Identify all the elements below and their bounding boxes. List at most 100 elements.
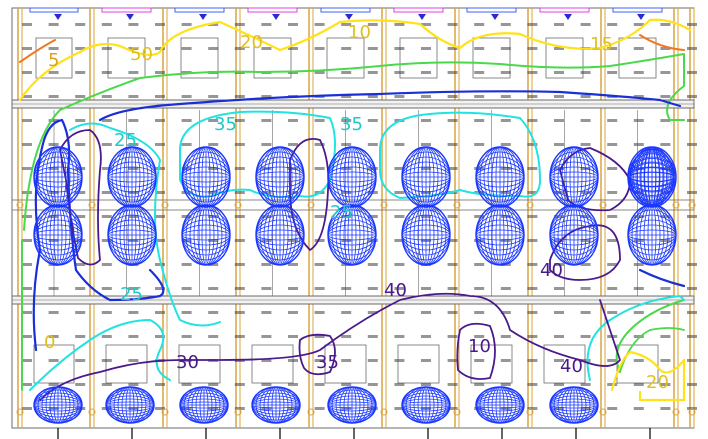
column-marker — [234, 201, 242, 209]
calc-point — [394, 95, 405, 98]
calc-point — [261, 215, 272, 218]
calc-point — [128, 383, 139, 386]
luminaire — [327, 386, 377, 424]
calc-point — [554, 359, 564, 362]
contour-green — [21, 53, 685, 391]
calc-point — [101, 239, 112, 242]
calc-point — [580, 263, 591, 266]
calc-point — [687, 239, 697, 242]
calc-point — [580, 311, 591, 314]
calc-point — [101, 191, 112, 194]
calc-point — [633, 359, 644, 362]
calc-point — [447, 239, 458, 242]
calc-point — [22, 335, 32, 338]
bay-panel — [35, 37, 73, 79]
calc-point — [447, 23, 458, 26]
calc-point — [234, 263, 245, 266]
calc-point — [367, 215, 378, 218]
calc-point — [500, 239, 511, 242]
calc-point — [155, 167, 165, 170]
calc-point — [633, 95, 644, 98]
calc-point — [687, 287, 697, 290]
calc-point — [660, 71, 671, 74]
calc-point — [128, 47, 139, 50]
calc-point — [580, 95, 591, 98]
contour-label: 40 — [540, 260, 563, 281]
calc-point — [394, 359, 405, 362]
column-marker — [599, 408, 607, 416]
calc-point — [554, 287, 564, 290]
calc-point — [474, 407, 485, 410]
calc-point — [447, 407, 458, 410]
calc-point — [474, 71, 485, 74]
calc-point — [447, 143, 458, 146]
calc-point — [75, 359, 86, 362]
calc-point — [447, 287, 458, 290]
calc-point — [288, 191, 298, 194]
calc-point — [500, 407, 511, 410]
calc-point — [261, 383, 272, 386]
calc-point — [580, 23, 591, 26]
calc-point — [687, 383, 697, 386]
calc-point — [527, 47, 538, 50]
calc-point — [607, 263, 618, 266]
calc-point — [527, 239, 538, 242]
connector-icon — [345, 14, 353, 20]
calc-point — [181, 335, 192, 338]
calc-point — [128, 143, 139, 146]
calc-point — [128, 71, 139, 74]
calc-point — [48, 119, 59, 122]
calc-point — [527, 167, 538, 170]
contour-label: 40 — [384, 280, 407, 301]
luminaire — [33, 386, 83, 424]
calc-point — [155, 383, 165, 386]
calc-point — [341, 95, 352, 98]
calc-point — [101, 119, 112, 122]
calc-point — [421, 383, 431, 386]
calc-point — [75, 263, 86, 266]
calc-point — [314, 239, 325, 242]
calc-point — [527, 95, 538, 98]
calc-point — [101, 71, 112, 74]
calc-point — [261, 311, 272, 314]
connector-icon — [126, 14, 134, 20]
bay-top-mark — [320, 7, 371, 13]
calc-point — [208, 335, 219, 338]
luminaire — [475, 146, 525, 208]
calc-point — [341, 215, 352, 218]
calc-point — [75, 119, 86, 122]
luminaire — [327, 146, 377, 208]
calc-point — [261, 47, 272, 50]
calc-point — [234, 47, 245, 50]
calc-point — [447, 335, 458, 338]
contour-label: 15 — [590, 34, 613, 55]
column-marker — [599, 201, 607, 209]
calc-point — [261, 335, 272, 338]
calc-point — [101, 335, 112, 338]
calc-point — [527, 287, 538, 290]
calc-point — [288, 239, 298, 242]
contour-label: 20 — [646, 372, 669, 393]
calc-point — [155, 119, 165, 122]
bay-top-mark — [101, 7, 152, 13]
calc-point — [554, 215, 564, 218]
calc-point — [633, 311, 644, 314]
calc-point — [687, 95, 697, 98]
contour-label: 10 — [468, 336, 491, 357]
calc-point — [128, 167, 139, 170]
calc-point — [155, 407, 165, 410]
calc-point — [48, 95, 59, 98]
calc-point — [500, 23, 511, 26]
calc-point — [314, 263, 325, 266]
calc-point — [314, 287, 325, 290]
calc-point — [234, 407, 245, 410]
calc-point — [234, 167, 245, 170]
calc-point — [48, 167, 59, 170]
calc-point — [75, 335, 86, 338]
calc-point — [181, 191, 192, 194]
calc-point — [607, 383, 618, 386]
column-marker — [453, 408, 461, 416]
calc-point — [660, 263, 671, 266]
calc-point — [580, 119, 591, 122]
calc-point — [288, 143, 298, 146]
